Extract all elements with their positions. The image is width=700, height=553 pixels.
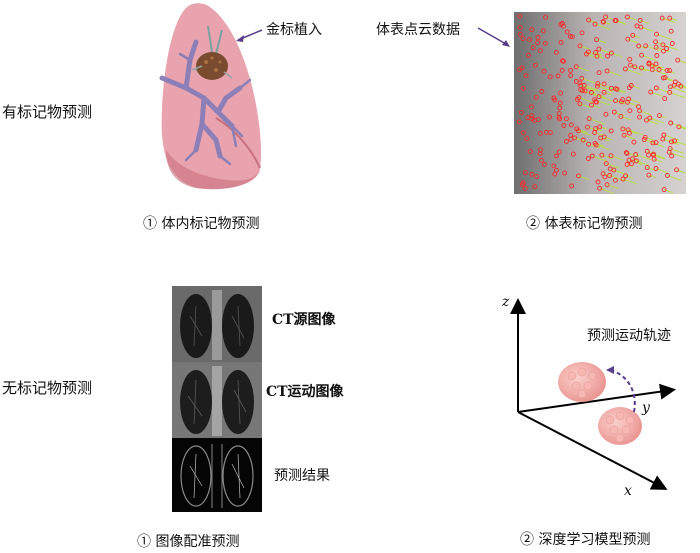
caption-surface-marker: ② 体表标记物预测 xyxy=(526,216,643,232)
lung-illustration xyxy=(156,0,266,192)
axis-label-z: z xyxy=(502,294,510,310)
label-prediction-result: 预测结果 xyxy=(274,468,330,484)
caption-internal-marker: ① 体内标记物预测 xyxy=(143,216,260,232)
caption-deep-learning: ② 深度学习模型预测 xyxy=(520,532,651,548)
ct-image-strip xyxy=(172,286,262,512)
row-label-marker: 有标记物预测 xyxy=(2,103,93,121)
annotation-arrow xyxy=(476,24,516,54)
annotation-point-cloud: 体表点云数据 xyxy=(376,22,460,38)
tumor-upper xyxy=(558,362,606,402)
caption-image-registration: ① 图像配准预测 xyxy=(137,534,240,550)
label-predicted-trajectory: 预测运动轨迹 xyxy=(587,328,671,344)
deep-learning-axes xyxy=(500,290,700,500)
point-cloud-image xyxy=(514,12,686,194)
row-label-markerless: 无标记物预测 xyxy=(2,379,93,397)
annotation-gold-marker: 金标植入 xyxy=(266,22,322,38)
label-ct-moving: CT运动图像 xyxy=(266,384,344,400)
label-ct-source: CT源图像 xyxy=(272,312,336,328)
axis-label-x: x xyxy=(624,483,632,499)
axis-label-y: y xyxy=(642,400,650,416)
tumor-lower xyxy=(598,407,642,445)
